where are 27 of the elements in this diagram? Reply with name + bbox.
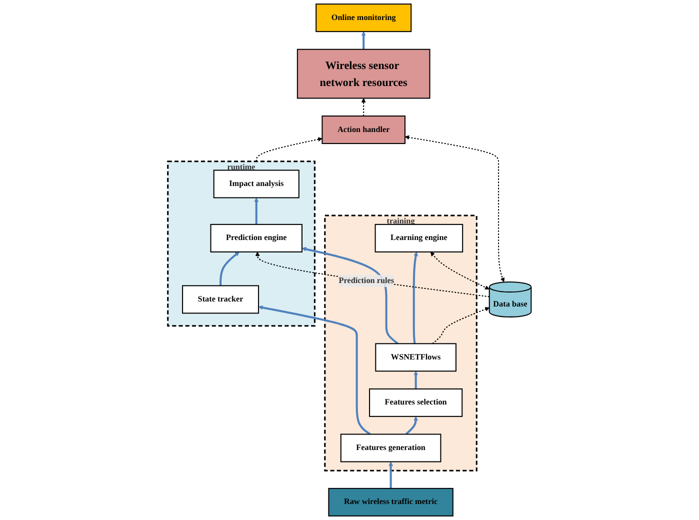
arrow [361,31,366,50]
arrow [254,198,259,224]
node-box: Features selection [369,388,463,417]
arrow [404,135,505,282]
arrow [414,370,418,389]
arrow [302,246,399,344]
arrow [432,307,490,344]
arrow [430,252,490,290]
node-box: Learning engine [374,224,464,252]
arrow [258,305,371,436]
node-box: State tracker [182,285,260,314]
node-box: Prediction engine [210,224,302,252]
arrow [388,462,394,488]
node-box: Action handler [322,116,406,144]
arrow [255,252,490,298]
node-box: Impact analysis [213,170,300,198]
node-box: Raw wireless traffic metric [328,488,454,516]
arrow [256,137,322,162]
arrow [405,416,418,435]
arrow [361,98,366,116]
node-box: Online monitoring [316,4,412,32]
arrow [220,252,240,286]
edge-label: Prediction rules [338,276,394,285]
arrow [412,252,418,344]
node-box: Wireless sensor network resources [296,48,430,99]
node-box: WSNETFlows [375,343,456,372]
node-box: Features generation [340,434,442,462]
